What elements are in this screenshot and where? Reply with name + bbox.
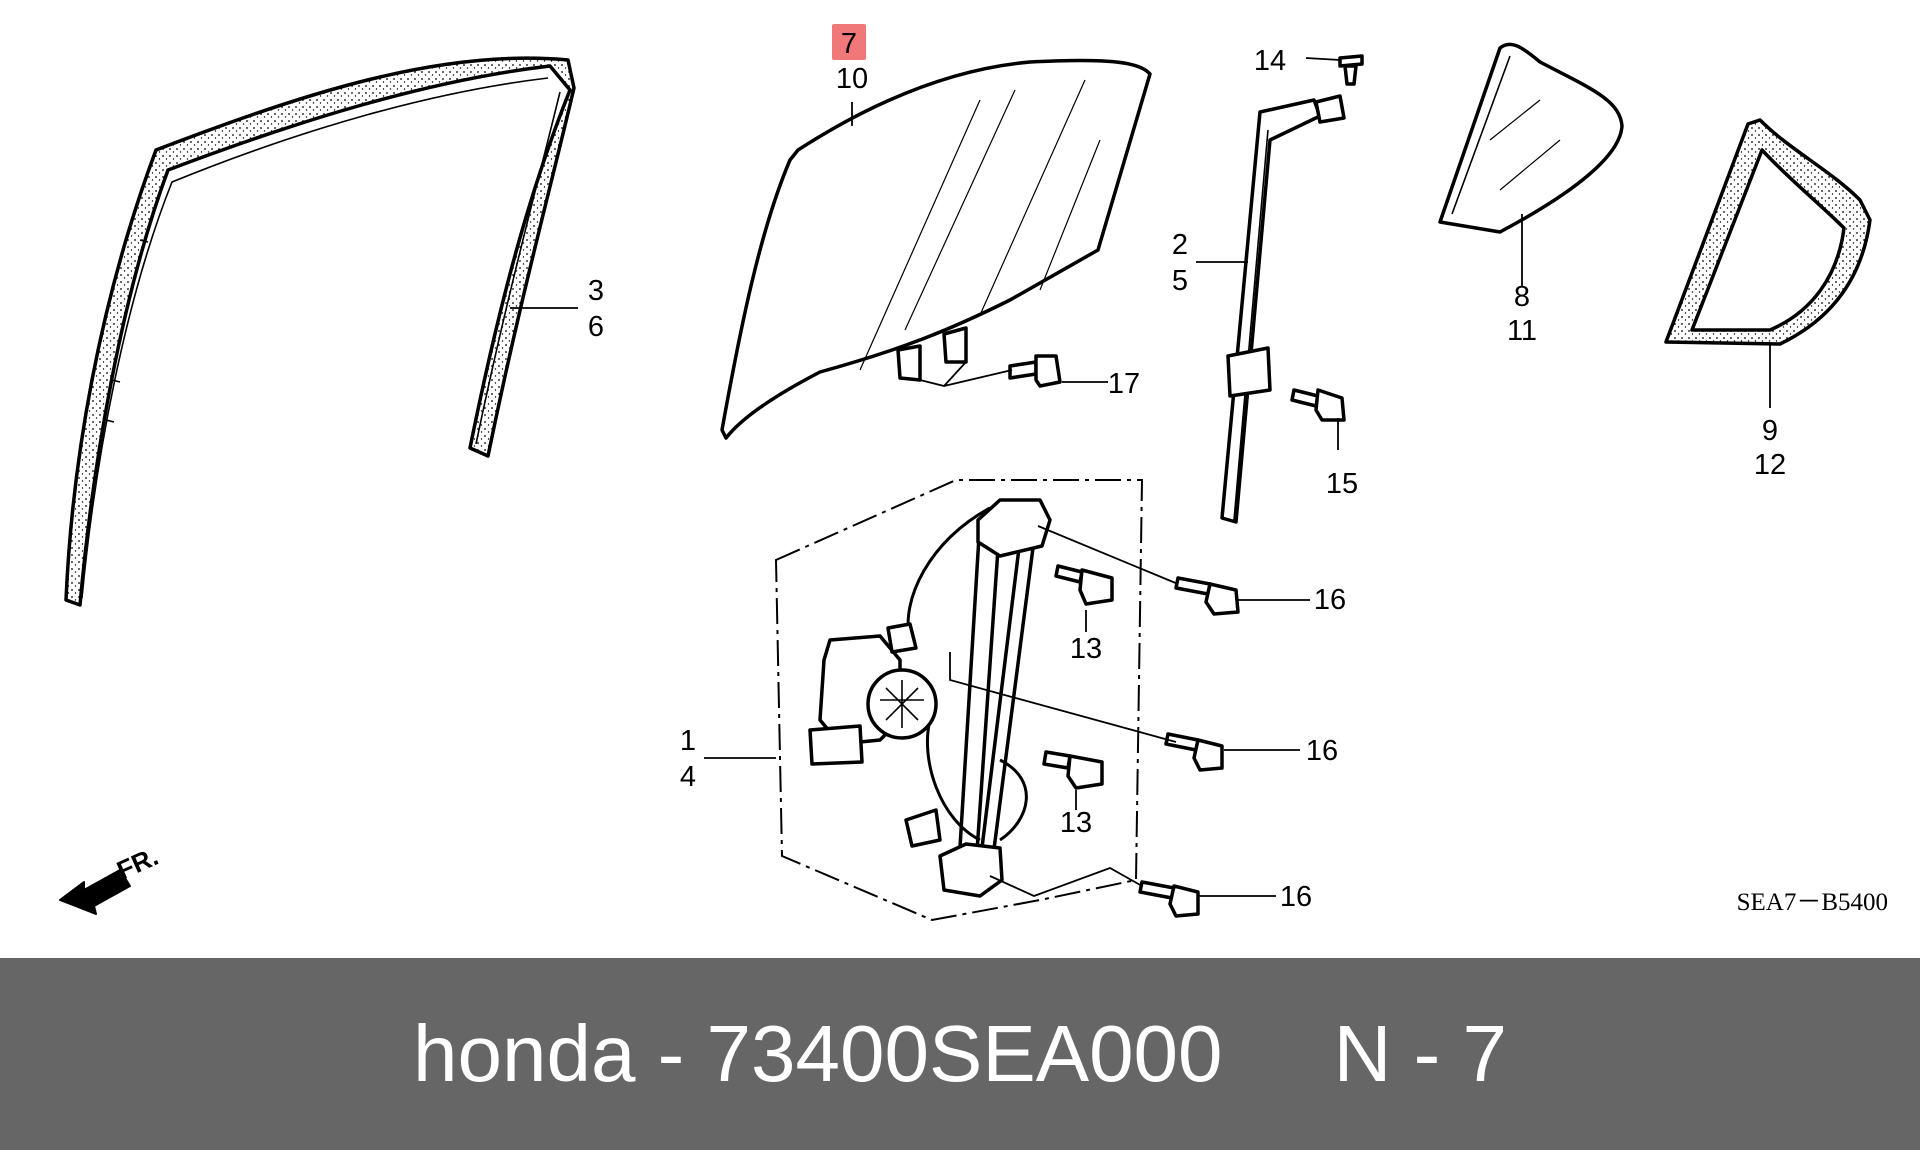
callout-6: 6 [588,311,604,343]
front-direction-marker: FR. [59,841,163,915]
bolt-15 [1290,388,1346,422]
screw-14 [1338,54,1364,86]
quarter-glass [1438,42,1624,234]
callout-14: 14 [1254,45,1286,77]
window-regulator [774,479,1144,922]
callout-16-middle: 16 [1306,735,1338,767]
callout-8: 8 [1514,281,1530,313]
diagram-code: SEA7－B5400 [1737,889,1888,916]
callout-1: 1 [680,725,696,757]
footer-label: honda - 73400SEA000 N - 7 [412,1009,1508,1098]
callout-13-lower: 13 [1060,807,1092,839]
callout-13-upper: 13 [1070,633,1102,665]
callout-5: 5 [1172,265,1188,297]
callout-2: 2 [1172,229,1188,261]
callout-3: 3 [588,275,604,307]
callout-10: 10 [836,63,868,95]
bolt-17 [1008,354,1062,388]
front-arrow-icon [59,869,131,915]
door-run-channel [64,56,576,607]
callout-9: 9 [1762,415,1778,447]
leader-lines [510,57,1771,897]
bolt-16-top [1174,576,1240,616]
bolt-16-bottom [1138,880,1200,918]
bolt-13-upper [1054,564,1114,606]
callout-4: 4 [680,761,696,793]
part-number-footer: honda - 73400SEA000 N - 7 [0,958,1920,1150]
callout-7: 7 [841,28,857,60]
callout-16-bottom: 16 [1280,881,1312,913]
highlight-box [832,24,866,60]
quarter-glass-frame [1664,118,1872,346]
callout-11: 11 [1507,315,1537,347]
callout-16-top: 16 [1314,584,1346,616]
exploded-parts-diagram: 7 10 3 6 14 2 5 8 11 9 12 17 15 16 13 16… [59,24,1888,922]
callout-17: 17 [1108,368,1140,400]
glass-run-channel [1220,94,1346,524]
callout-12: 12 [1754,449,1786,481]
callout-15: 15 [1326,468,1358,500]
bolt-16-middle [1164,732,1224,772]
bolt-13-lower [1042,750,1104,790]
